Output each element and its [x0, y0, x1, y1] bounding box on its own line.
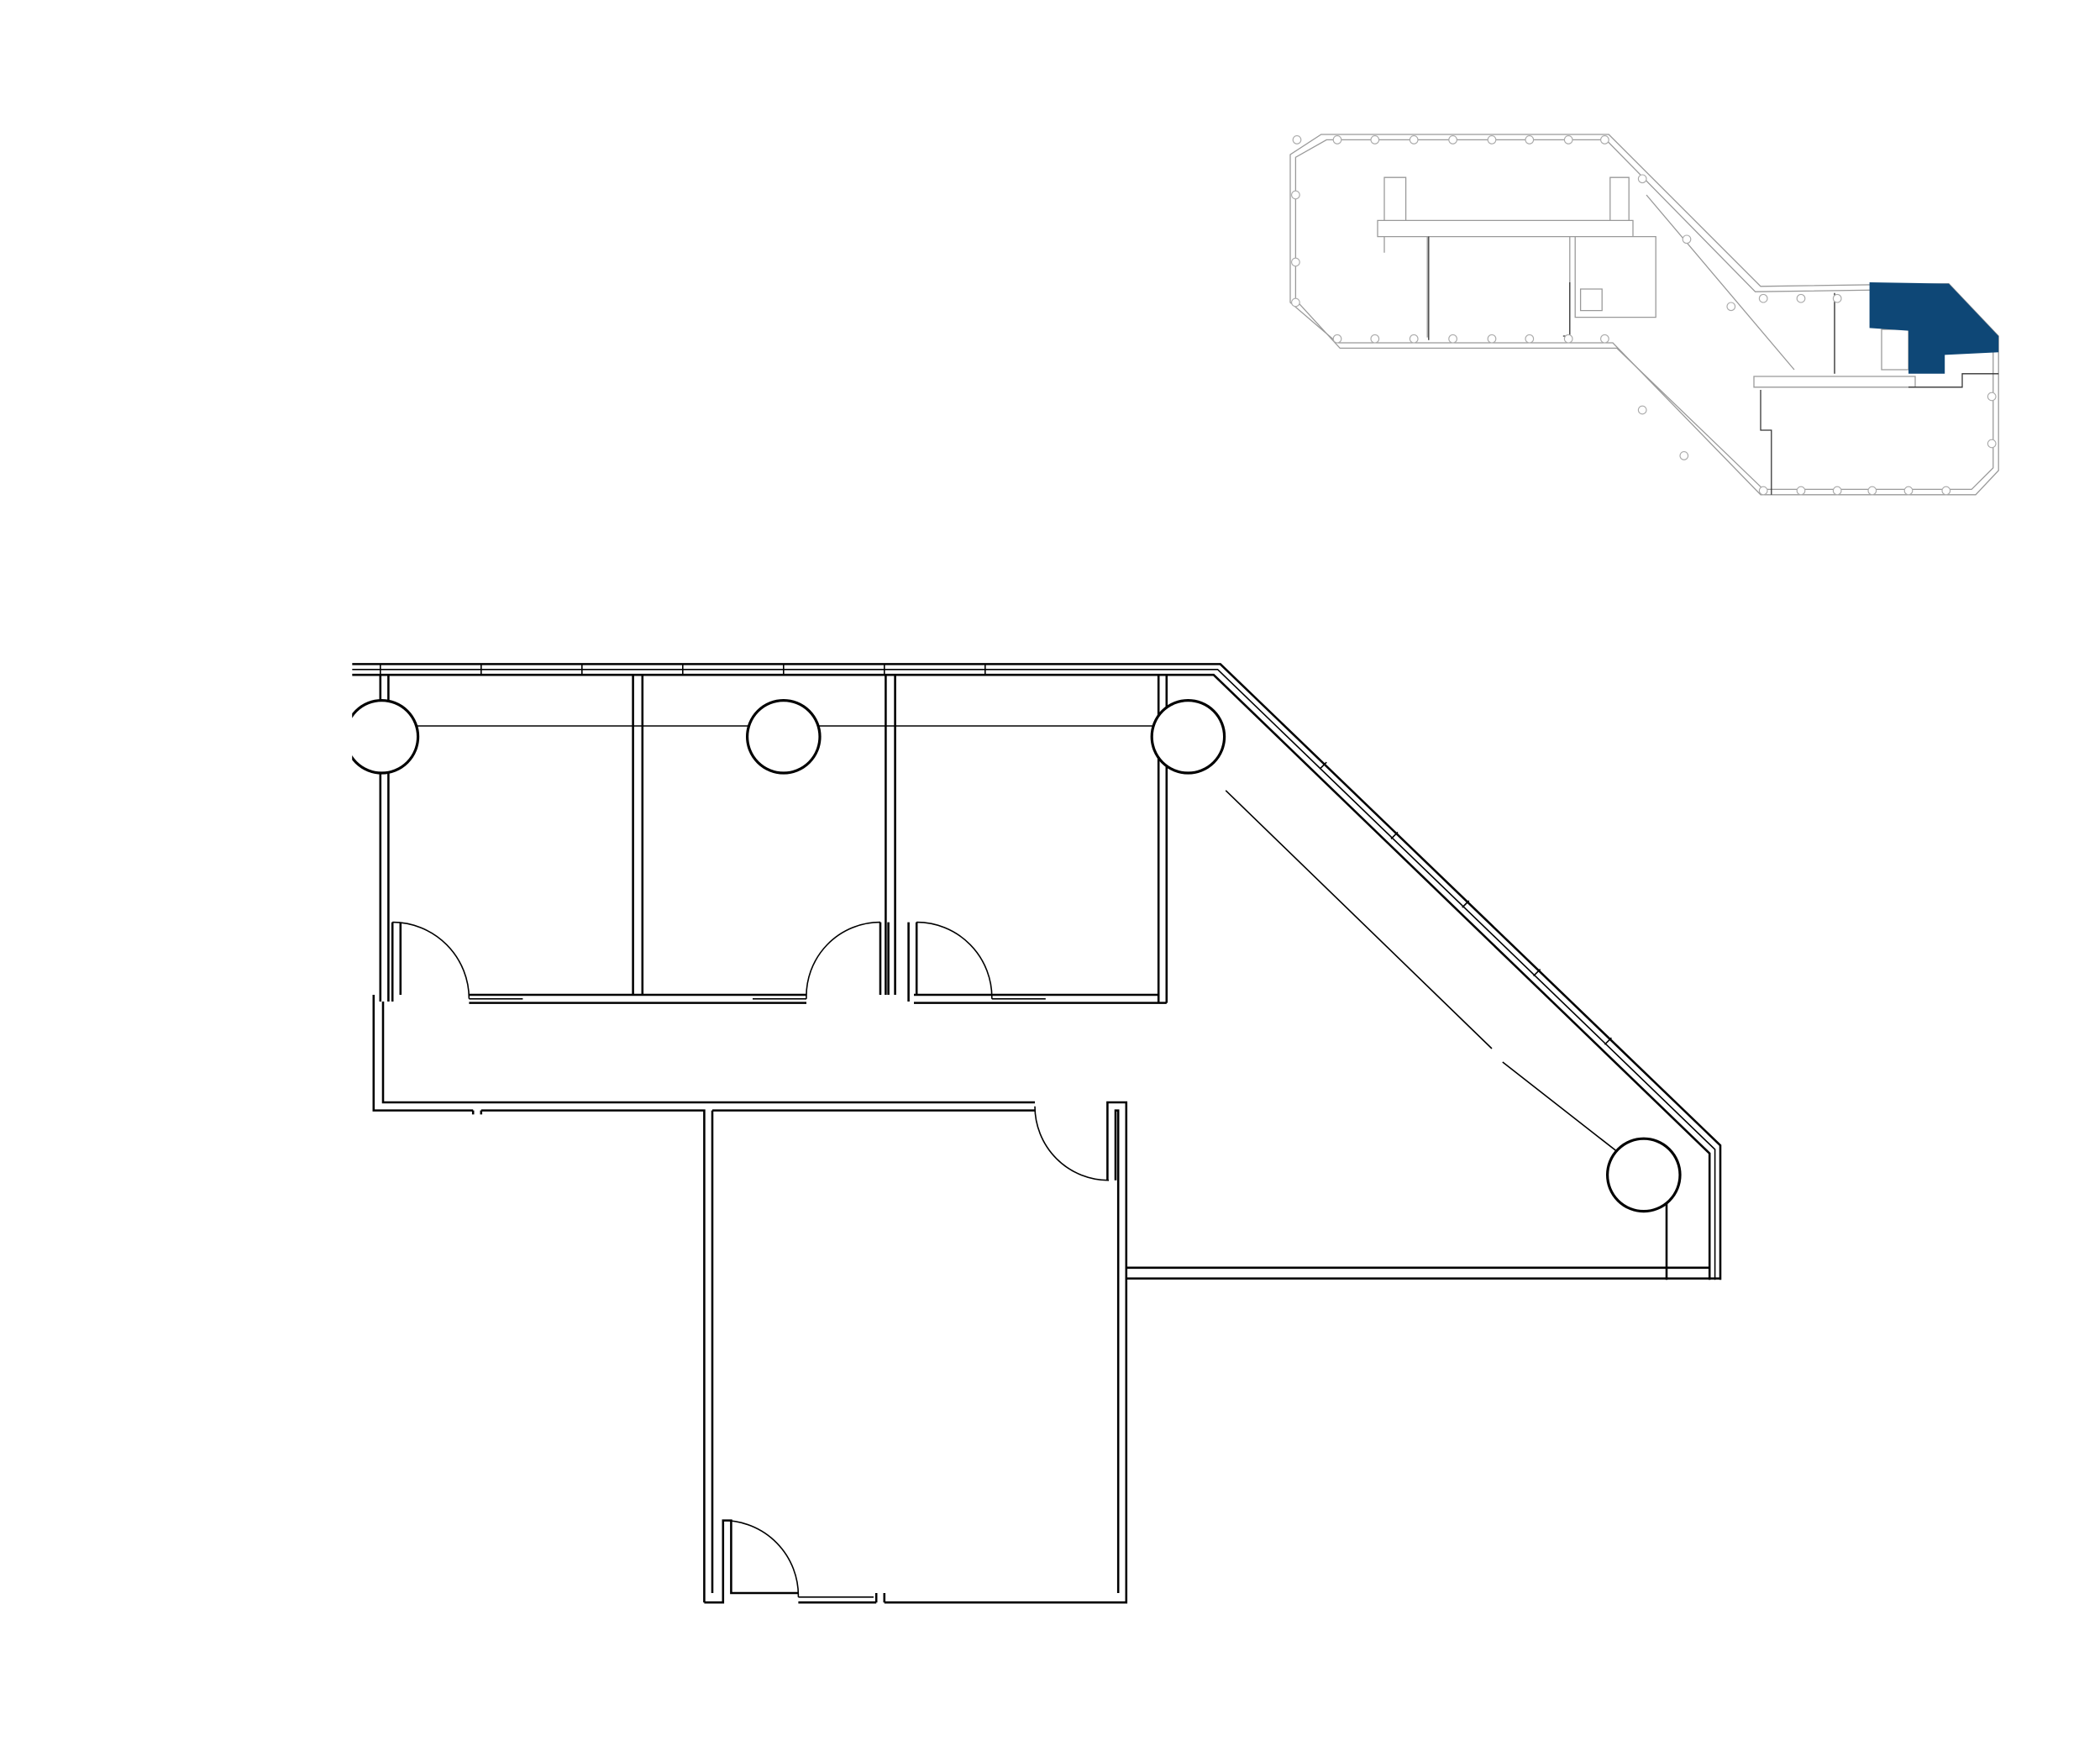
key-plan — [1289, 134, 1999, 496]
window-mullions — [380, 664, 1612, 1045]
key-plan-highlighted-suite — [1869, 282, 1999, 374]
key-plan-outline — [1289, 134, 1999, 496]
column — [1606, 1137, 1682, 1213]
office-partitions — [379, 675, 1168, 1004]
structural-columns — [344, 699, 1682, 1213]
column — [746, 699, 822, 775]
column — [1150, 699, 1226, 775]
door-swings — [392, 921, 1110, 1598]
corridor-walls — [372, 995, 1720, 1604]
key-plan-columns — [1291, 135, 1997, 496]
suite-floor-plan — [269, 645, 1722, 1604]
column — [344, 699, 420, 775]
exterior-wall — [352, 663, 1722, 1280]
soffit-line — [352, 725, 1620, 1154]
